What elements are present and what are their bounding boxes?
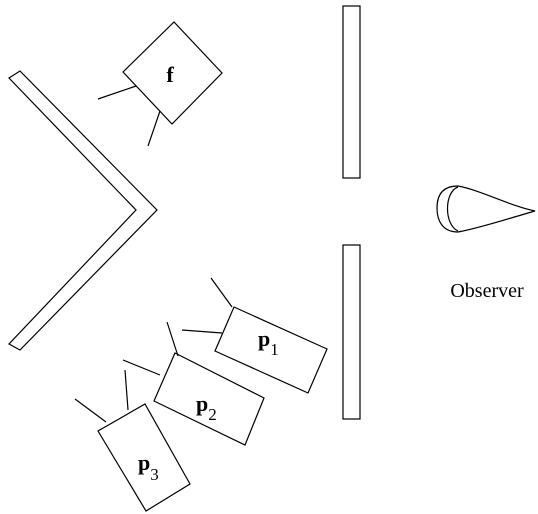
particle-p3-label: p3 [138, 450, 159, 484]
observer-label: Observer [450, 280, 524, 302]
source-f: f [97, 21, 223, 147]
particle-p3-box [97, 403, 191, 512]
particle-p3-sub: 3 [150, 465, 159, 484]
particle-p3-ray-upper [124, 369, 129, 411]
particle-p1-ray-upper [210, 277, 233, 308]
source-f-ray-left [97, 85, 137, 100]
source-f-ray-down [147, 110, 161, 147]
particle-p3-main: p [138, 450, 150, 475]
particle-p1-box [214, 306, 328, 394]
particle-p2: p2 [122, 321, 265, 446]
particle-p2-label: p2 [196, 391, 217, 424]
v-mirror [8, 70, 158, 351]
particle-p2-sub: 2 [208, 405, 217, 424]
observer-eye-icon [436, 185, 536, 233]
particle-p1-label: p1 [258, 326, 279, 359]
particle-p2-ray-upper [166, 321, 179, 357]
screen-lower [342, 244, 361, 420]
particle-p2-ray-left [122, 359, 161, 376]
particle-p1: p1 [181, 277, 328, 394]
particle-p1-main: p [258, 326, 270, 351]
particle-p2-box [153, 352, 265, 446]
source-f-box [122, 21, 223, 125]
source-f-label: f [166, 62, 174, 87]
screen-upper [342, 5, 361, 179]
particle-p1-ray-left [181, 329, 223, 334]
particle-p3: p3 [74, 369, 191, 512]
particle-p1-sub: 1 [270, 340, 279, 359]
particle-p3-ray-left [74, 398, 107, 423]
eye-outline [436, 185, 536, 233]
particle-p2-main: p [196, 391, 208, 416]
eye-pupil-arc [446, 186, 459, 232]
